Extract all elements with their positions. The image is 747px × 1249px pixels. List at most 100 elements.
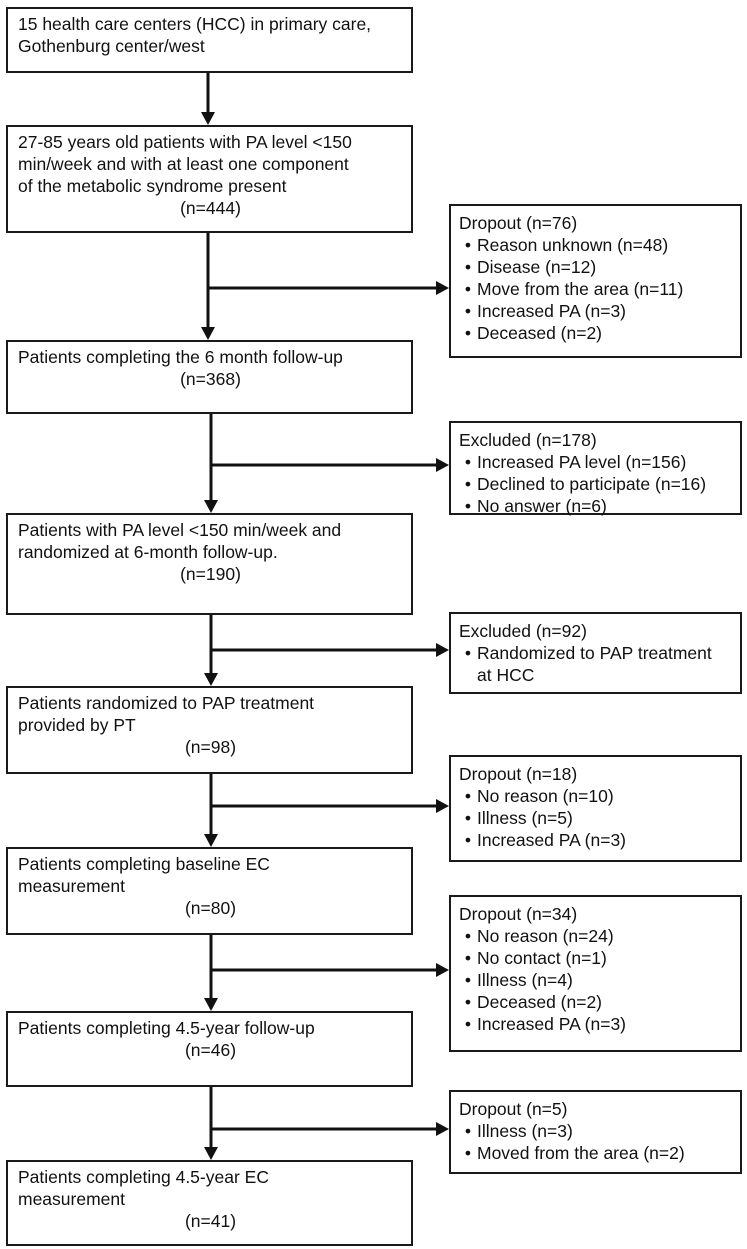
side-box-list-item: •Moved from the area (n=2) bbox=[459, 1142, 734, 1164]
side-box-title: Dropout (n=34) bbox=[459, 904, 578, 924]
side-box-item-text: Moved from the area (n=2) bbox=[477, 1143, 685, 1163]
down-arrow-head-icon bbox=[201, 112, 215, 125]
main-box-text-line: 15 health care centers (HCC) in primary … bbox=[18, 14, 372, 34]
right-arrow-head-icon bbox=[436, 1122, 449, 1136]
bullet-icon: • bbox=[464, 786, 472, 806]
main-box-text-line: randomized at 6-month follow-up. bbox=[18, 542, 278, 562]
main-box-text-line: Patients with PA level <150 min/week and bbox=[18, 520, 342, 540]
right-arrow-head-icon bbox=[436, 643, 449, 657]
side-box-5: Dropout (n=34)•No reason (n=24)•No conta… bbox=[449, 895, 742, 1052]
main-box-text-line: Patients completing the 6 month follow-u… bbox=[18, 347, 343, 367]
main-box-3: Patients completing the 6 month follow-u… bbox=[6, 340, 413, 414]
side-box-item-text: Move from the area (n=11) bbox=[477, 279, 684, 299]
side-box-list-item: •No contact (n=1) bbox=[459, 947, 734, 969]
bullet-icon: • bbox=[464, 643, 472, 663]
side-box-4: Dropout (n=18)•No reason (n=10)•Illness … bbox=[449, 755, 742, 862]
bullet-icon: • bbox=[464, 279, 472, 299]
side-box-list-item: at HCC bbox=[459, 664, 734, 686]
down-arrow-head-icon bbox=[204, 834, 218, 847]
bullet-icon: • bbox=[464, 808, 472, 828]
main-box-count: (n=190) bbox=[180, 564, 241, 584]
side-box-title: Excluded (n=178) bbox=[459, 430, 597, 450]
side-box-title: Dropout (n=18) bbox=[459, 764, 578, 784]
side-box-3: Excluded (n=92)•Randomized to PAP treatm… bbox=[449, 612, 742, 694]
down-arrow-head-icon bbox=[204, 500, 218, 513]
main-box-text-line: of the metabolic syndrome present bbox=[18, 176, 287, 196]
side-box-item-text: Illness (n=5) bbox=[477, 808, 573, 828]
side-box-list-item: •Increased PA level (n=156) bbox=[459, 451, 734, 473]
bullet-icon: • bbox=[464, 830, 472, 850]
bullet-icon: • bbox=[464, 1121, 472, 1141]
bullet-icon: • bbox=[464, 992, 472, 1012]
bullet-icon: • bbox=[464, 474, 472, 494]
right-arrow-head-icon bbox=[436, 458, 449, 472]
side-box-list-item: •Deceased (n=2) bbox=[459, 322, 734, 344]
main-box-4: Patients with PA level <150 min/week and… bbox=[6, 513, 413, 615]
side-box-item-text: No reason (n=10) bbox=[477, 786, 614, 806]
bullet-icon: • bbox=[464, 452, 472, 472]
side-box-item-text: No contact (n=1) bbox=[477, 948, 607, 968]
bullet-icon: • bbox=[464, 1014, 472, 1034]
main-box-2: 27-85 years old patients with PA level <… bbox=[6, 125, 413, 233]
side-box-item-text: Deceased (n=2) bbox=[477, 992, 603, 1012]
side-box-list-item: •Reason unknown (n=48) bbox=[459, 234, 734, 256]
down-arrow-head-icon bbox=[204, 998, 218, 1011]
side-box-item-text: Increased PA (n=3) bbox=[477, 830, 626, 850]
side-box-item-text: Reason unknown (n=48) bbox=[477, 235, 669, 255]
down-arrow-head-icon bbox=[204, 673, 218, 686]
side-box-list-item: •No answer (n=6) bbox=[459, 495, 734, 517]
main-box-1: 15 health care centers (HCC) in primary … bbox=[6, 7, 413, 73]
side-box-item-text: Randomized to PAP treatment bbox=[477, 643, 712, 663]
side-box-title: Excluded (n=92) bbox=[459, 621, 587, 641]
down-arrow-head-icon bbox=[201, 327, 215, 340]
side-box-list-item: •Deceased (n=2) bbox=[459, 991, 734, 1013]
side-box-item-text: Illness (n=4) bbox=[477, 970, 573, 990]
main-box-count: (n=98) bbox=[184, 737, 237, 757]
side-box-item-text: Disease (n=12) bbox=[477, 257, 597, 277]
main-box-text-line: min/week and with at least one component bbox=[18, 154, 349, 174]
side-box-title: Dropout (n=76) bbox=[459, 213, 578, 233]
bullet-icon: • bbox=[464, 323, 472, 343]
side-box-title: Dropout (n=5) bbox=[459, 1099, 568, 1119]
right-arrow-head-icon bbox=[436, 963, 449, 977]
side-box-item-text: No reason (n=24) bbox=[477, 926, 614, 946]
main-box-count: (n=41) bbox=[184, 1211, 237, 1231]
main-box-text-line: Patients completing baseline EC bbox=[18, 854, 270, 874]
main-box-count: (n=46) bbox=[184, 1040, 237, 1060]
main-box-text-line: Patients randomized to PAP treatment bbox=[18, 693, 315, 713]
side-box-item-text: Increased PA (n=3) bbox=[477, 1014, 626, 1034]
bullet-icon: • bbox=[464, 926, 472, 946]
main-box-text-line: Patients completing 4.5-year follow-up bbox=[18, 1018, 315, 1038]
side-box-list-item: •No reason (n=10) bbox=[459, 785, 734, 807]
bullet-icon: • bbox=[464, 496, 472, 516]
down-arrow-head-icon bbox=[204, 1147, 218, 1160]
side-box-6: Dropout (n=5)•Illness (n=3)•Moved from t… bbox=[449, 1090, 742, 1174]
side-box-item-text: at HCC bbox=[477, 665, 535, 685]
side-box-item-text: Increased PA level (n=156) bbox=[477, 452, 687, 472]
bullet-icon: • bbox=[464, 948, 472, 968]
side-box-list-item: •Move from the area (n=11) bbox=[459, 278, 734, 300]
side-box-list-item: •Declined to participate (n=16) bbox=[459, 473, 734, 495]
side-box-list-item: •Increased PA (n=3) bbox=[459, 1013, 734, 1035]
side-box-item-text: No answer (n=6) bbox=[477, 496, 607, 516]
side-box-1: Dropout (n=76)•Reason unknown (n=48)•Dis… bbox=[449, 204, 742, 358]
main-box-text-line: measurement bbox=[18, 1189, 125, 1209]
main-box-count: (n=368) bbox=[180, 369, 241, 389]
side-box-list-item: •No reason (n=24) bbox=[459, 925, 734, 947]
bullet-icon: • bbox=[464, 235, 472, 255]
right-arrow-head-icon bbox=[436, 799, 449, 813]
main-box-count: (n=80) bbox=[184, 898, 237, 918]
main-box-count: (n=444) bbox=[180, 198, 241, 218]
side-box-item-text: Illness (n=3) bbox=[477, 1121, 573, 1141]
main-box-text-line: Gothenburg center/west bbox=[18, 36, 205, 56]
bullet-icon: • bbox=[464, 1143, 472, 1163]
side-box-2: Excluded (n=178)•Increased PA level (n=1… bbox=[449, 421, 742, 517]
side-box-item-text: Deceased (n=2) bbox=[477, 323, 603, 343]
main-box-text-line: measurement bbox=[18, 876, 125, 896]
side-box-list-item: •Randomized to PAP treatment bbox=[459, 642, 734, 664]
